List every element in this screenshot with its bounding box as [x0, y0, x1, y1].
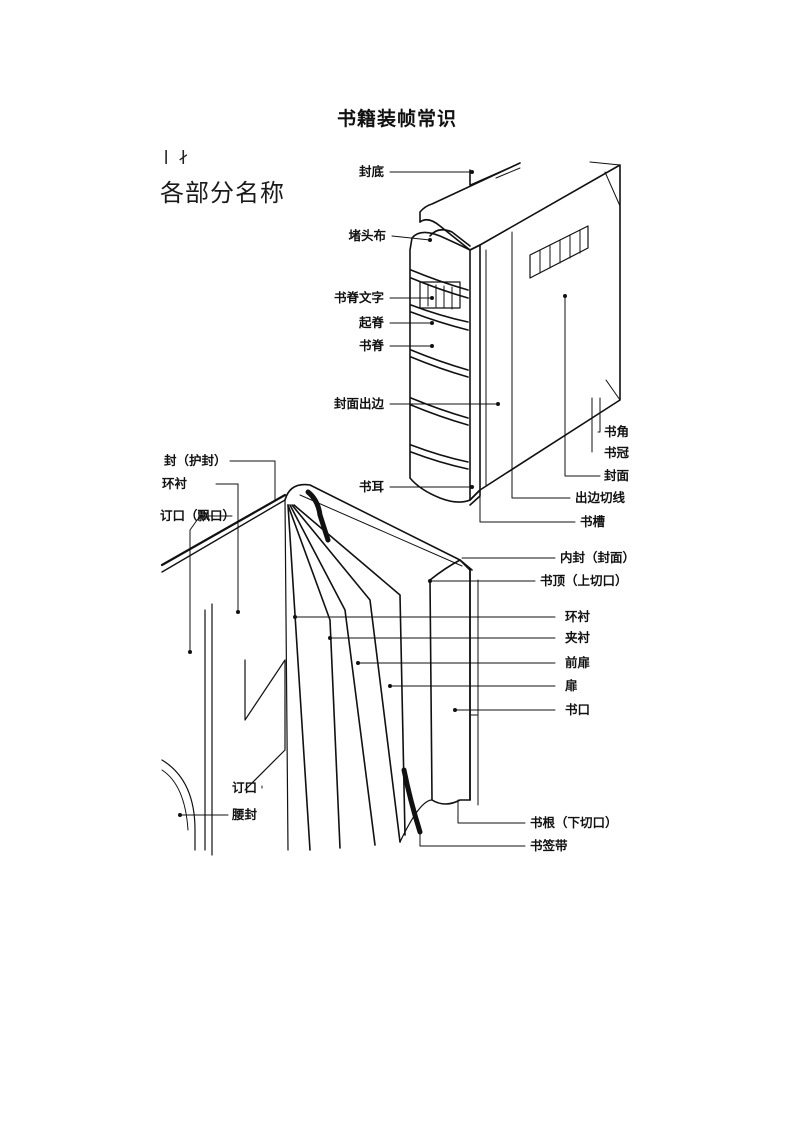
- label-hinge-ear: 书耳: [358, 479, 384, 494]
- diagram-heading: 各部分名称: [160, 179, 285, 207]
- label-back-cover: 封底: [358, 164, 384, 179]
- label-spine-text: 书脊文字: [333, 290, 384, 305]
- label-belly-band: 腰封: [232, 807, 258, 822]
- heading-cropped-top: │ ∤ ▭: [160, 150, 189, 164]
- label-endpaper-left: 环衬: [162, 476, 188, 491]
- label-gutter-squares: 订口（飘口）: [160, 508, 236, 523]
- label-inner-cover: 内封（封面）: [560, 550, 636, 565]
- label-bottom-edge: 书根（下切口）: [530, 815, 618, 830]
- label-flyleaf: 扉: [565, 678, 578, 693]
- leader-dots: [178, 170, 567, 817]
- closed-book: [409, 161, 621, 506]
- label-top-edge: 书顶（上切口）: [540, 573, 628, 588]
- label-front-flyleaf: 前扉: [565, 655, 591, 670]
- label-endpaper: 环衬: [565, 609, 591, 624]
- label-dust-jacket: 封（护封）: [164, 453, 227, 468]
- right-cover: [429, 559, 471, 805]
- label-spine: 书脊: [358, 338, 384, 353]
- label-gutter: 订口: [232, 780, 258, 795]
- head-cap: [419, 218, 481, 251]
- label-interleaf: 夹衬: [565, 630, 591, 645]
- label-overhang-cut-line: 出边切线: [575, 490, 626, 505]
- label-joint-groove: 书槽: [580, 514, 606, 529]
- label-raised-bands: 起脊: [358, 315, 384, 330]
- label-fore-edge: 书口: [565, 702, 591, 717]
- label-bookmark-ribbon: 书签带: [530, 838, 568, 853]
- label-front-cover: 封面: [604, 468, 630, 483]
- label-book-crown: 书冠: [604, 445, 630, 460]
- leader-lines: [179, 171, 601, 847]
- open-book-top-edge: [284, 483, 473, 571]
- page-title: 书籍装帧常识: [336, 108, 457, 130]
- label-headband: 堵头布: [348, 228, 386, 243]
- label-book-corner: 书角: [604, 424, 630, 439]
- label-cover-overhang: 封面出边: [333, 396, 384, 411]
- open-book: [160, 483, 479, 856]
- back-cover-edge: [419, 162, 521, 223]
